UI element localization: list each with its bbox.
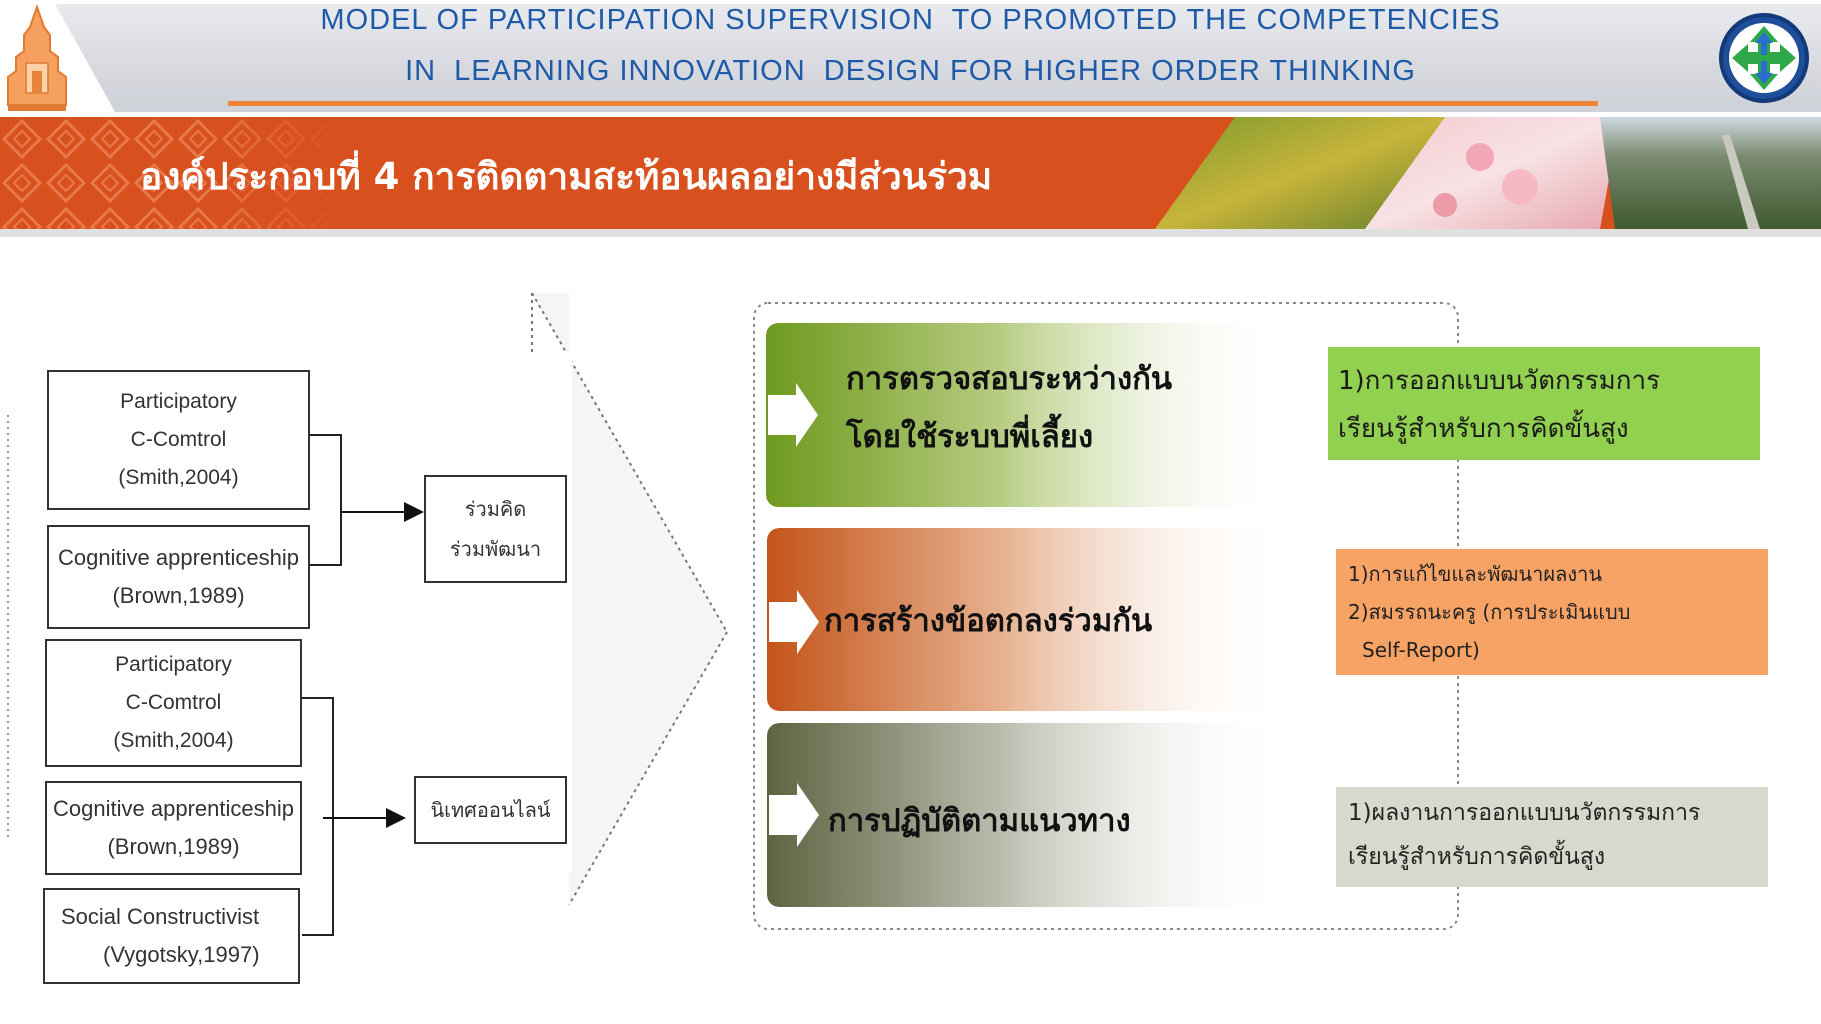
theory-box-line: Cognitive apprenticeship (47, 790, 300, 828)
outcome-box-3: 1)ผลงานการออกแบบนวัตกรรมการ เรียนรู้สำหร… (1336, 787, 1768, 887)
outcome-line: เรียนรู้สำหรับการคิดขั้นสูง (1338, 405, 1760, 453)
mid-box-line: ร่วมคิด (426, 489, 565, 529)
theory-box-line: Social Constructivist (61, 898, 298, 936)
outcome-box-1: 1)การออกแบบนวัตกรรมการ เรียนรู้สำหรับการ… (1328, 347, 1760, 460)
theory-box-line: (Brown,1989) (47, 828, 300, 866)
theory-box-line: (Vygotsky,1997) (61, 936, 298, 974)
outcome-line: เรียนรู้สำหรับการคิดขั้นสูง (1348, 835, 1768, 879)
process-step-line: การสร้างข้อตกลงร่วมกัน (824, 592, 1152, 650)
theory-box-cognitive-2: Cognitive apprenticeship (Brown,1989) (45, 781, 302, 875)
outcome-line: 2)สมรรถนะครู (การประเมินแบบ (1348, 593, 1768, 631)
outcome-line: 1)ผลงานการออกแบบนวัตกรรมการ (1348, 791, 1768, 835)
outcome-line: Self-Report) (1348, 631, 1768, 669)
mid-box-co-think-co-develop: ร่วมคิด ร่วมพัฒนา (424, 475, 567, 583)
theory-box-social-constructivist: Social Constructivist (Vygotsky,1997) (43, 888, 300, 984)
theory-box-line: Participatory (49, 383, 308, 421)
theory-box-line: (Smith,2004) (49, 459, 308, 497)
outcome-box-2: 1)การแก้ไขและพัฒนาผลงาน 2)สมรรถนะครู (กา… (1336, 549, 1768, 675)
theory-box-line: (Brown,1989) (49, 577, 308, 615)
outcome-line: 1)การออกแบบนวัตกรรมการ (1338, 357, 1760, 405)
process-step-line: โดยใช้ระบบพี่เลี้ยง (846, 408, 1172, 466)
process-step-line: การตรวจสอบระหว่างกัน (846, 350, 1172, 408)
process-step-1-label: การตรวจสอบระหว่างกัน โดยใช้ระบบพี่เลี้ยง (846, 350, 1172, 466)
theory-box-participatory-1: Participatory C-Comtrol (Smith,2004) (47, 370, 310, 510)
theory-box-line: Participatory (47, 646, 300, 684)
theory-box-line: C-Comtrol (49, 421, 308, 459)
theory-box-line: C-Comtrol (47, 684, 300, 722)
theory-box-cognitive-1: Cognitive apprenticeship (Brown,1989) (47, 525, 310, 629)
outcome-line: 1)การแก้ไขและพัฒนาผลงาน (1348, 555, 1768, 593)
mid-box-line: ร่วมพัฒนา (426, 529, 565, 569)
process-step-line: การปฏิบัติตามแนวทาง (828, 792, 1131, 850)
theory-box-line: Cognitive apprenticeship (49, 539, 308, 577)
theory-box-line: (Smith,2004) (47, 722, 300, 760)
mid-box-online-supervision: นิเทศออนไลน์ (414, 776, 567, 844)
process-step-3-label: การปฏิบัติตามแนวทาง (828, 792, 1131, 850)
process-step-2-label: การสร้างข้อตกลงร่วมกัน (824, 592, 1152, 650)
mid-box-line: นิเทศออนไลน์ (416, 790, 565, 830)
theory-box-participatory-2: Participatory C-Comtrol (Smith,2004) (45, 639, 302, 767)
